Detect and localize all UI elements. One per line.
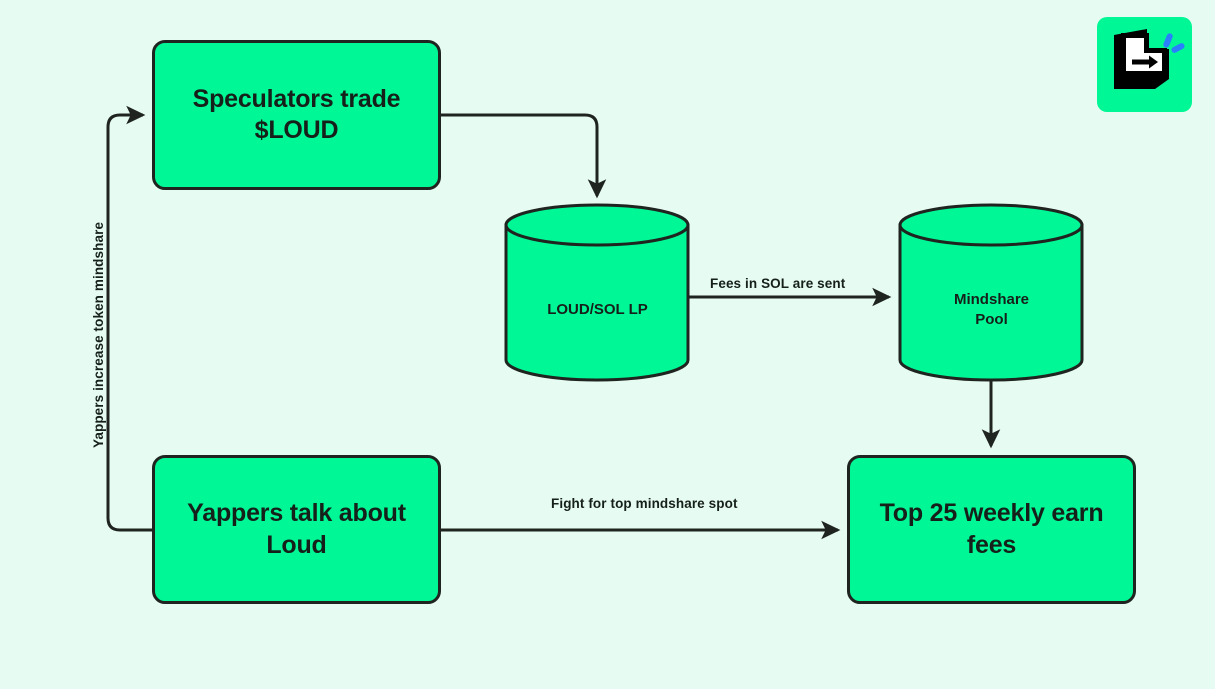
- cylinder-body-pool: [898, 223, 1084, 382]
- edge-speculators-to-lp: [441, 113, 607, 199]
- cylinder-body-lp: [504, 223, 690, 382]
- logo-shape-paper: [1126, 38, 1162, 71]
- logo-accent-dash-1: [1163, 33, 1173, 48]
- node-speculators-trade[interactable]: Speculators trade $LOUD: [152, 40, 441, 190]
- node-top25-earn-fees[interactable]: Top 25 weekly earn fees: [847, 455, 1136, 604]
- edge-yappers-to-speculators: [106, 105, 152, 532]
- cylinder-top-pool: [898, 203, 1084, 247]
- document-arrow-right-icon: [1114, 29, 1185, 89]
- logo-arrow-head: [1149, 55, 1158, 69]
- node-yappers-talk[interactable]: Yappers talk about Loud: [152, 455, 441, 604]
- node-label-speculators: Speculators trade $LOUD: [192, 84, 401, 144]
- logo-accent-dash-2: [1171, 43, 1185, 53]
- node-label-top25: Top 25 weekly earn fees: [879, 499, 1104, 559]
- cylinder-top-lp: [504, 203, 690, 247]
- logo-arrow-shaft: [1132, 59, 1152, 65]
- node-loud-sol-lp[interactable]: [504, 203, 690, 382]
- loud-logo[interactable]: [1097, 17, 1192, 112]
- node-mindshare-pool[interactable]: [898, 203, 1084, 382]
- node-label-yappers: Yappers talk about Loud: [187, 499, 406, 559]
